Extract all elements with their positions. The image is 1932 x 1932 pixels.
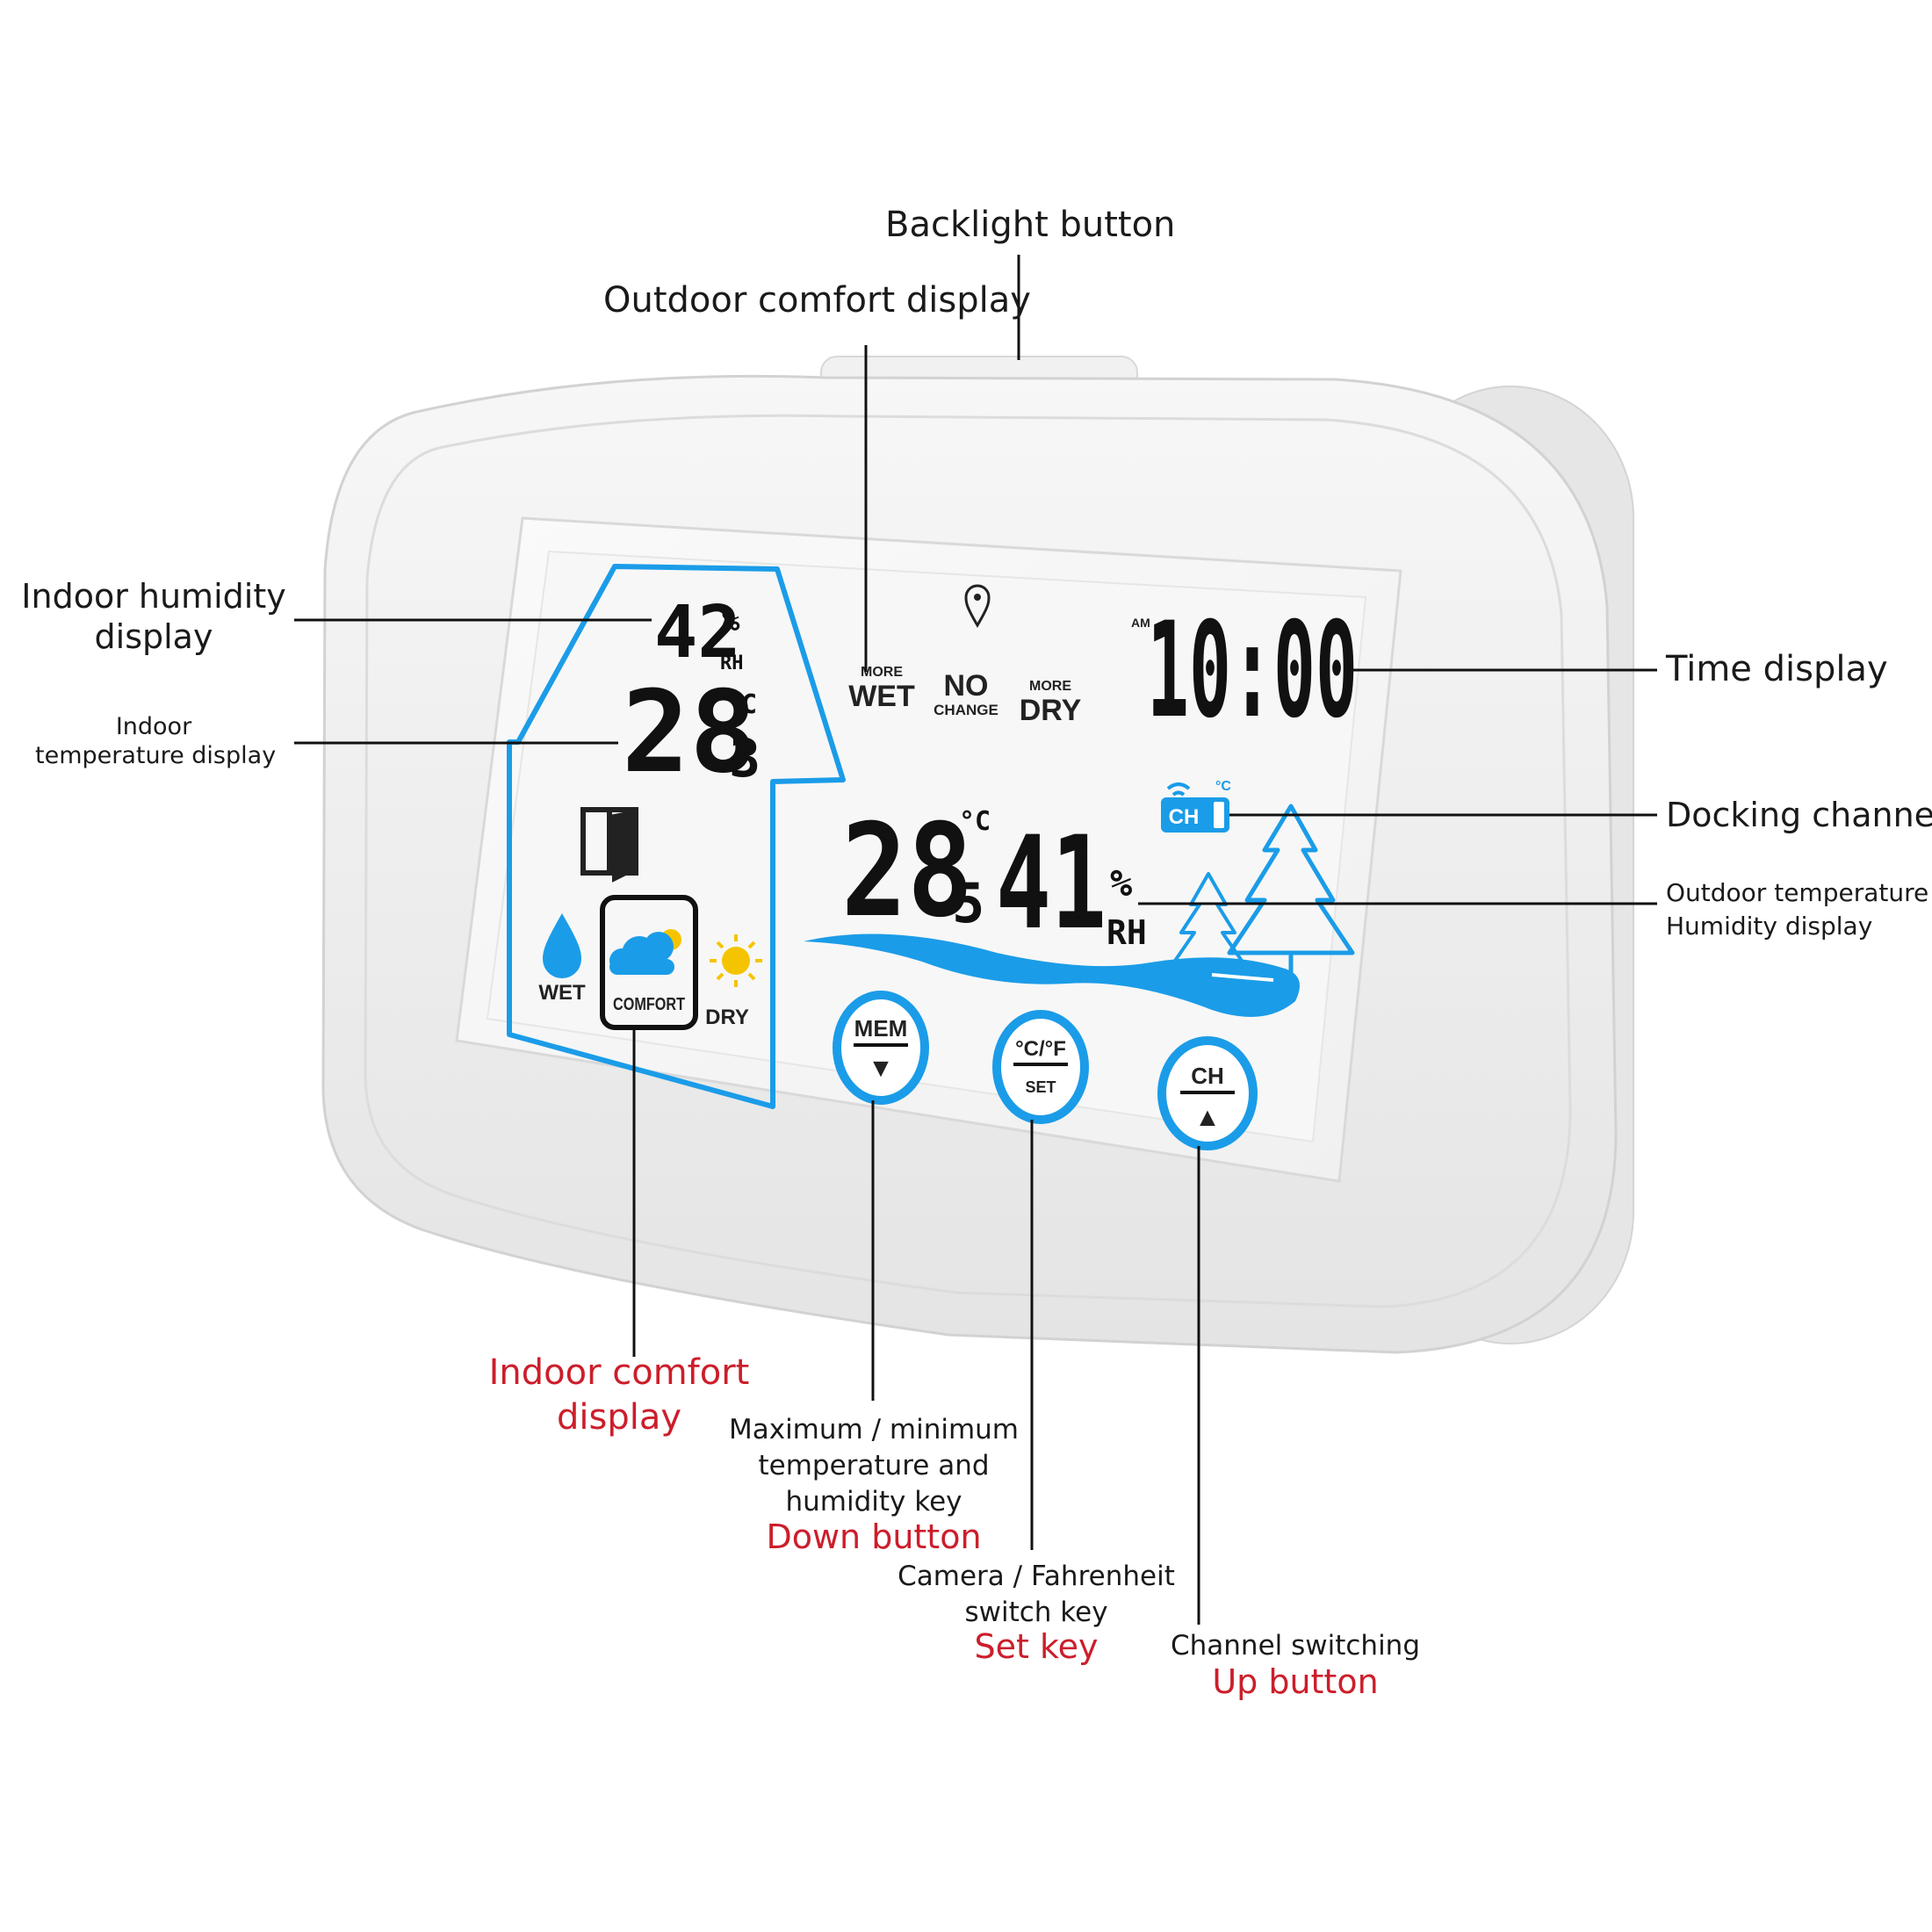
label-indoor-humidity-line1: Indoor humidity	[21, 577, 286, 616]
ch-up-button[interactable]: CH ▲	[1157, 1036, 1258, 1150]
indoor-humidity-percent: %	[722, 603, 740, 638]
comfort-comfort-label: COMFORT	[613, 995, 685, 1014]
ground-wave	[804, 934, 1300, 1017]
label-mem-key-line2: temperature and	[758, 1449, 990, 1481]
outdoor-humidity-percent: %	[1110, 861, 1132, 905]
lcd-screen	[455, 516, 1402, 1183]
label-channel-switching: Channel switching	[1170, 1630, 1421, 1662]
water-drop-icon	[543, 913, 581, 978]
comfort-indicator-box	[600, 895, 698, 1030]
time-value: 10:00	[1147, 595, 1358, 747]
label-time-display: Time display	[1666, 649, 1888, 689]
channel-c-indicator: °C	[1215, 779, 1231, 794]
forecast-more-wet-small: MORE	[861, 665, 903, 680]
door-icon	[580, 807, 638, 883]
outdoor-humidity-value: 41	[996, 809, 1107, 958]
set-button-label: SET	[1025, 1078, 1056, 1096]
label-indoor-comfort-line2: display	[556, 1397, 682, 1438]
label-outdoor-temp-line2: Humidity display	[1666, 911, 1873, 941]
unit-button-label: °C/°F	[1015, 1037, 1066, 1061]
leader-lines	[294, 255, 1657, 1625]
device-bezel	[364, 414, 1572, 1308]
mem-down-button[interactable]: MEM ▼	[833, 991, 929, 1105]
forecast-wet: WET	[848, 680, 915, 713]
label-mem-key-line1: Maximum / minimum	[728, 1414, 1019, 1445]
forecast-change: CHANGE	[934, 702, 998, 718]
ch-button-arrow: ▲	[1194, 1103, 1221, 1132]
label-docking-channel: Docking channel	[1666, 796, 1932, 834]
label-up-button: Up button	[1212, 1662, 1379, 1701]
forecast-no: NO	[944, 669, 989, 703]
label-unit-key: Camera / Fahrenheit switch key	[887, 1559, 1186, 1631]
label-unit-key-line2: switch key	[964, 1596, 1108, 1628]
forecast-more-dry-small: MORE	[1029, 679, 1071, 694]
label-indoor-comfort-line1: Indoor comfort	[488, 1352, 750, 1393]
label-outdoor-comfort: Outdoor comfort display	[603, 280, 1031, 321]
location-pin-dot	[974, 594, 981, 601]
location-pin-icon	[964, 584, 991, 628]
forecast-dry: DRY	[1020, 694, 1082, 727]
outdoor-humidity-rh: RH	[1107, 913, 1147, 952]
comfort-wet-label: WET	[538, 981, 586, 1005]
label-set-key: Set key	[974, 1627, 1099, 1666]
label-backlight-button: Backlight button	[885, 205, 1176, 245]
comfort-dry-label: DRY	[705, 1006, 749, 1029]
label-down-button: Down button	[766, 1517, 982, 1556]
indoor-temp-decimal: 3	[729, 728, 761, 789]
label-unit-key-line1: Camera / Fahrenheit	[898, 1561, 1175, 1592]
mem-button-arrow: ▼	[868, 1054, 894, 1083]
sun-icon	[710, 934, 762, 987]
label-indoor-temperature-line1: Indoor	[115, 713, 192, 740]
time-am-indicator: AM	[1131, 616, 1150, 630]
label-mem-key: Maximum / minimum temperature and humidi…	[720, 1412, 1027, 1520]
signal-icon	[1166, 782, 1191, 797]
indoor-temp-integer: 28	[622, 667, 757, 798]
outdoor-temp-decimal: 5	[952, 871, 984, 935]
ground-highlight	[1211, 973, 1274, 982]
indoor-humidity-value: 42	[654, 591, 741, 674]
label-indoor-temperature: Indoor temperature display	[35, 713, 277, 771]
channel-number-slot	[1214, 802, 1224, 828]
unit-set-button[interactable]: °C/°F SET	[992, 1010, 1089, 1124]
label-indoor-temperature-line2: temperature display	[35, 741, 277, 769]
label-indoor-humidity-line2: display	[94, 617, 213, 657]
indoor-humidity-rh: RH	[720, 652, 744, 674]
label-mem-key-line3: humidity key	[785, 1485, 962, 1517]
label-indoor-comfort: Indoor comfort display	[483, 1351, 755, 1440]
label-outdoor-temp-humidity: Outdoor temperature Humidity display	[1666, 876, 1928, 943]
label-outdoor-temp-line1: Outdoor temperature	[1666, 878, 1929, 907]
ch-button-label: CH	[1191, 1063, 1224, 1089]
mem-button-label: MEM	[854, 1015, 908, 1042]
outdoor-temp-unit: °C	[959, 806, 991, 837]
channel-box	[1161, 797, 1229, 833]
label-indoor-humidity: Indoor humidity display	[18, 576, 290, 658]
channel-label: CH	[1169, 805, 1200, 829]
indoor-temp-unit: °C	[725, 689, 757, 720]
cloud-icon	[609, 932, 674, 975]
outdoor-temp-integer: 28	[841, 797, 973, 946]
